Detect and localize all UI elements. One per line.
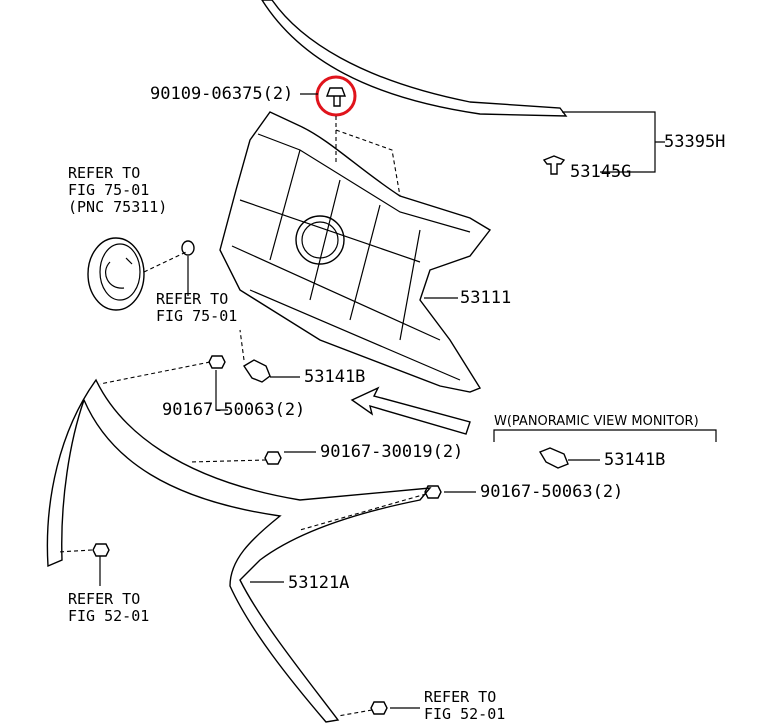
label-bolt-top: 90109-06375(2) [150, 84, 294, 104]
label-molding: 53395H [664, 132, 726, 152]
label-refer-left-1: REFER TO [68, 590, 141, 608]
label-bracket-alt: 53141B [604, 450, 666, 470]
nut-a-dash [99, 361, 211, 385]
bracket-part [243, 359, 271, 383]
label-refer-left-2: FIG 52-01 [68, 607, 150, 625]
label-nut-b: 90167-30019(2) [320, 442, 464, 462]
left-clip-dash [57, 549, 93, 553]
label-nut-a: 90167-50063(2) [162, 400, 306, 420]
option-bracket [493, 429, 717, 442]
label-refer-bottom-2: FIG 52-01 [424, 705, 506, 723]
label-refer-bottom-1: REFER TO [424, 688, 497, 706]
label-clip: 53145G [570, 162, 632, 182]
nut-c-dash [299, 493, 427, 531]
nut-a-leader [215, 370, 228, 411]
emblem-part [87, 237, 145, 311]
molding-strip [261, 0, 568, 117]
clip-53145g-part [542, 155, 566, 175]
nut-b-part [264, 451, 282, 465]
nut-c-part [424, 485, 442, 499]
label-refer-mid-2: FIG 75-01 [156, 307, 238, 325]
label-refer-emblem-3: (PNC 75311) [68, 198, 168, 216]
bracket-alt-part [538, 447, 569, 469]
label-grille: 53111 [460, 288, 512, 308]
nut-a-part [208, 355, 226, 369]
label-bracket: 53141B [304, 367, 366, 387]
label-nut-c: 90167-50063(2) [480, 482, 624, 502]
label-bumper-grille: 53121A [288, 573, 350, 593]
label-refer-emblem-2: FIG 75-01 [68, 181, 150, 199]
bracket-dash [239, 329, 245, 361]
bolt-dash [335, 116, 401, 197]
label-refer-emblem-1: REFER TO [68, 164, 141, 182]
left-clip-part [92, 543, 110, 557]
bottom-clip-part [370, 701, 388, 715]
highlight-circle [315, 75, 357, 117]
direction-arrow [350, 386, 471, 435]
grille-part [219, 111, 492, 393]
bumper-grille-part [46, 378, 432, 723]
emblem-dash [143, 251, 187, 273]
label-option-header: W(PANORAMIC VIEW MONITOR) [494, 414, 699, 429]
bolt-top-part [325, 87, 347, 107]
label-refer-mid-1: REFER TO [156, 290, 229, 308]
bottom-clip-dash [337, 709, 373, 717]
emblem-nut-part [181, 240, 195, 256]
nut-b-dash [189, 459, 267, 463]
molding-leader-bracket [562, 111, 665, 173]
